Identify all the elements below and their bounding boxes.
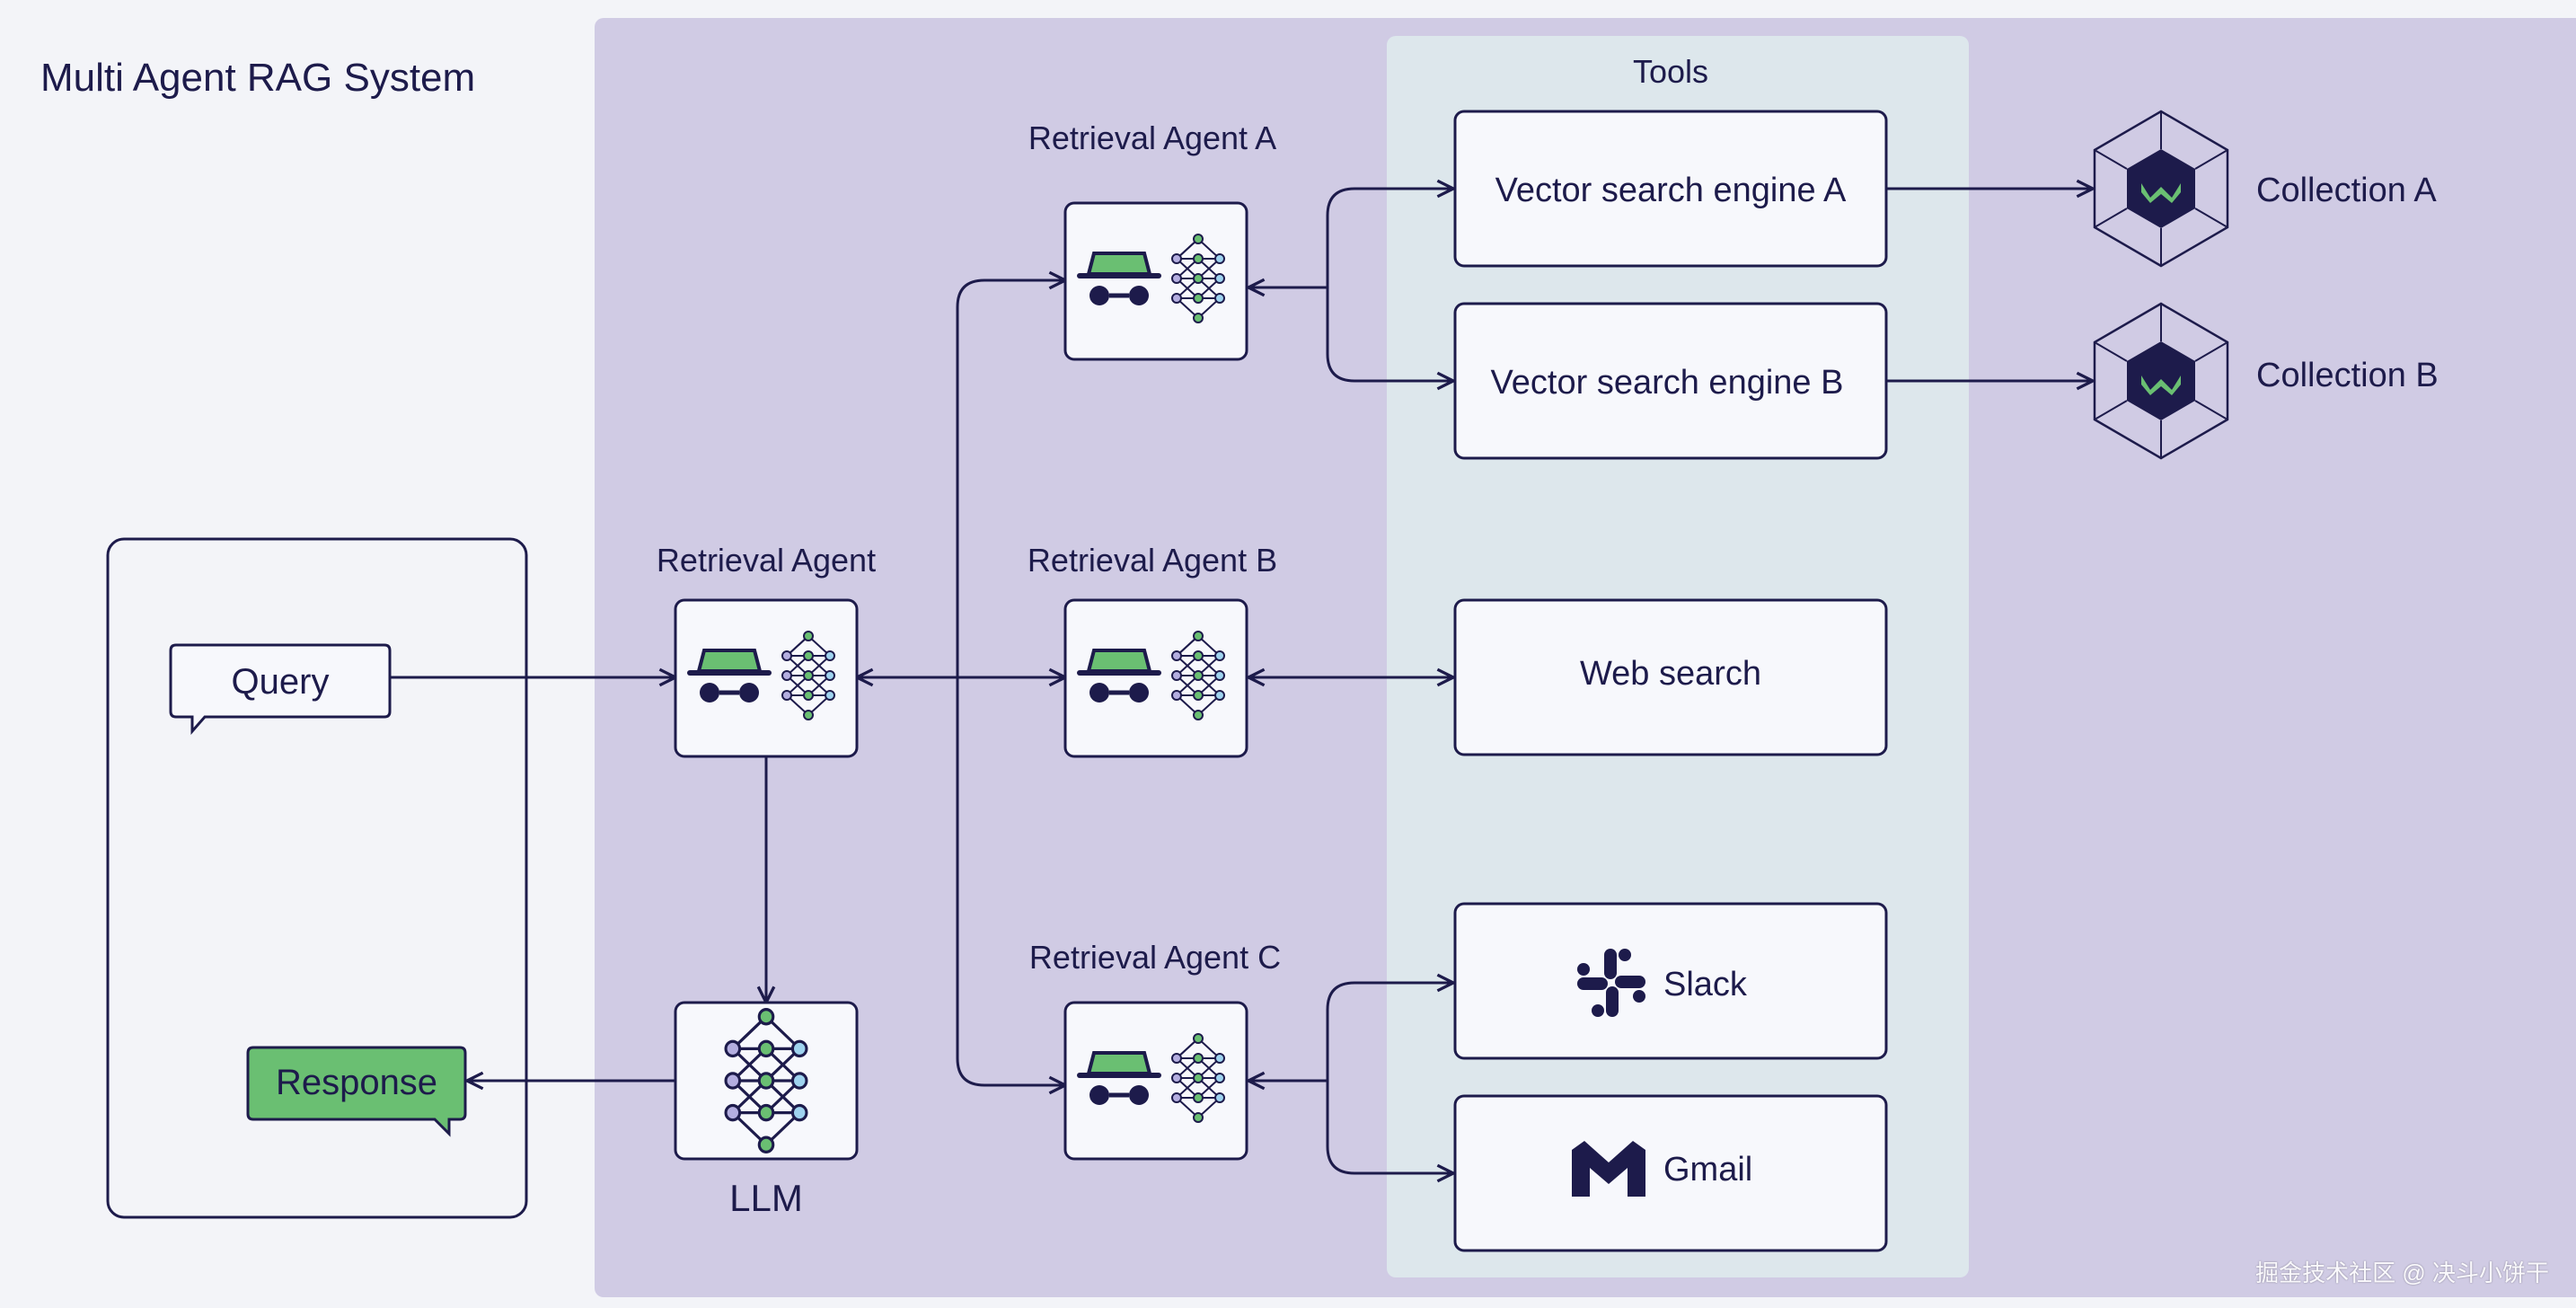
collection-b-label: Collection B [2256,357,2439,394]
web-search-label: Web search [1580,655,1761,693]
web-search-box: Web search [1453,598,1888,756]
slack-icon [1577,949,1645,1017]
c-to-gmail-arrow [1326,1081,1453,1173]
llm-label: LLM [729,1177,803,1219]
retrieval-agent-c-node [1063,1001,1248,1161]
vector-search-b-label: Vector search engine B [1491,364,1844,402]
retrieval-agent-node [674,598,859,758]
query-bubble: Query [169,643,392,735]
retrieval-agent-a-label: Retrieval Agent A [1028,119,1276,156]
llm-node [674,1001,859,1161]
retrieval-agent-c-label: Retrieval Agent C [1029,939,1281,976]
gmail-label: Gmail [1663,1151,1752,1189]
diagram-title: Multi Agent RAG System [40,56,476,100]
watermark: 掘金技术社区 @ 决斗小饼干 [2255,1259,2549,1286]
a-to-vector-a-arrow [1326,189,1453,287]
response-bubble: Response [246,1046,467,1137]
retrieval-agent-b-node [1063,598,1248,758]
agent-to-a-arrow [956,280,1065,677]
collection-a-label: Collection A [2256,172,2437,209]
gmail-icon [1572,1141,1645,1197]
query-label: Query [232,662,330,702]
c-to-slack-arrow [1326,983,1453,1081]
tools-label: Tools [1633,53,1708,90]
vector-search-b-box: Vector search engine B [1453,302,1888,460]
retrieval-agent-label: Retrieval Agent [657,542,876,579]
response-label: Response [276,1063,437,1102]
gmail-box: Gmail [1453,1094,1888,1252]
agent-to-c-arrow [956,677,1065,1085]
retrieval-agent-b-label: Retrieval Agent B [1028,542,1277,579]
vector-search-a-box: Vector search engine A [1453,110,1888,268]
connectors [390,189,2093,1173]
slack-label: Slack [1663,966,1748,1003]
slack-box: Slack [1453,902,1888,1060]
a-to-vector-b-arrow [1326,287,1453,381]
vector-search-a-label: Vector search engine A [1495,172,1847,209]
retrieval-agent-a-node [1063,201,1248,361]
